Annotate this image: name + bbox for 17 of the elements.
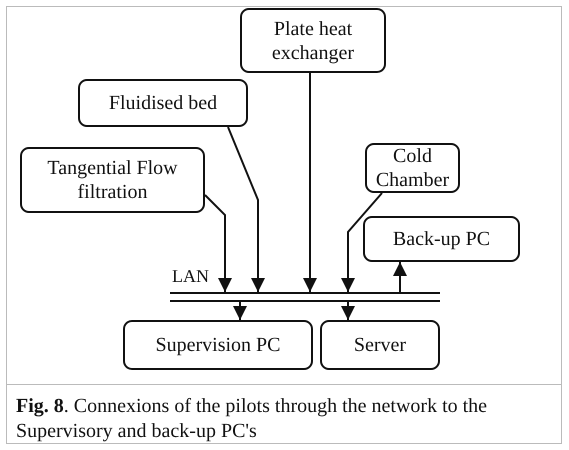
- figure-caption: Fig. 8. Connexions of the pilots through the network to the Supervisory and back-up PC's: [16, 394, 488, 444]
- device-box: Back-up PC: [363, 216, 520, 262]
- device-box: Supervision PC: [123, 320, 313, 370]
- arrow: [204, 194, 232, 292]
- device-box: Cold Chamber: [365, 143, 460, 193]
- device-box: Fluidised bed: [78, 79, 248, 127]
- arrow: [227, 126, 265, 292]
- device-box: Server: [320, 320, 440, 370]
- device-box: Tangential Flow filtration: [20, 147, 205, 213]
- arrow: [341, 302, 355, 320]
- arrow: [341, 192, 383, 292]
- device-box: Plate heat exchanger: [240, 8, 386, 73]
- network-bus: [170, 292, 440, 302]
- arrow: [233, 302, 247, 320]
- arrow: [393, 262, 407, 292]
- bus-label: LAN: [172, 266, 209, 287]
- arrow: [303, 73, 317, 292]
